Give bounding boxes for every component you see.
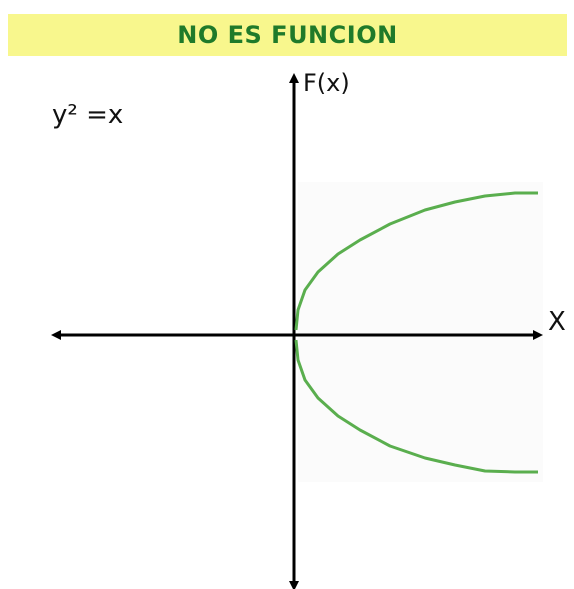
curve-lower-branch: [294, 339, 538, 474]
title-banner: NO ES FUNCION: [8, 14, 567, 56]
y-axis-label: F(x): [303, 69, 350, 97]
equation-label: y² =x: [52, 100, 124, 130]
page-title: NO ES FUNCION: [177, 21, 398, 49]
plot-background: [298, 182, 543, 482]
x-axis-label: X: [548, 307, 566, 337]
curve-upper-branch: [294, 191, 538, 331]
